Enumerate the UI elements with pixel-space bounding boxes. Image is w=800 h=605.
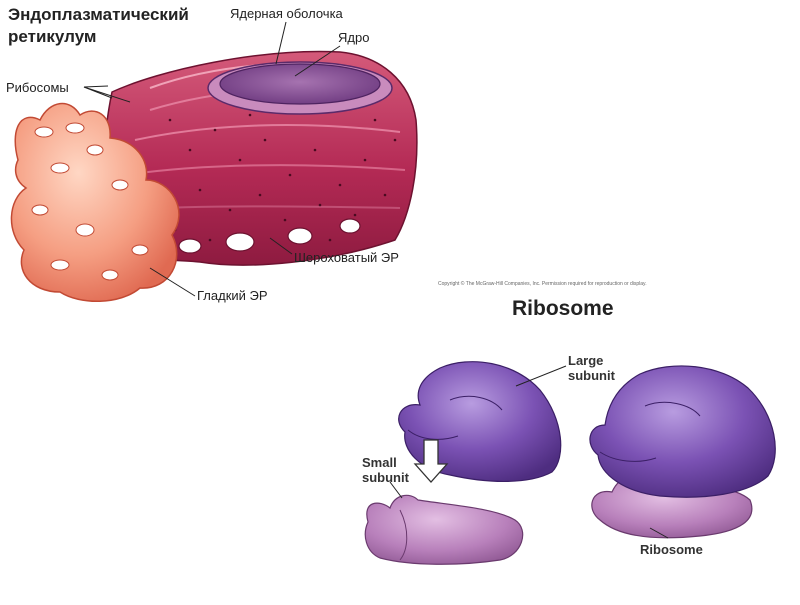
small-subunit-label-line1: Small bbox=[362, 455, 397, 470]
ribosomes-label: Рибосомы bbox=[6, 80, 69, 95]
small-subunit-label-line2: subunit bbox=[362, 470, 409, 485]
nucleus-label: Ядро bbox=[338, 30, 369, 45]
small-subunit-left bbox=[365, 495, 522, 564]
nucleus bbox=[208, 62, 392, 114]
assembled-ribosome-label: Ribosome bbox=[640, 542, 703, 557]
rough-er-label: Шероховатый ЭР bbox=[294, 250, 399, 265]
er-title-line2: ретикулум bbox=[8, 26, 97, 47]
copyright-notice: Copyright © The McGraw-Hill Companies, I… bbox=[438, 281, 647, 287]
large-subunit-label-line2: subunit bbox=[568, 368, 615, 383]
nuclear-envelope-label: Ядерная оболочка bbox=[230, 6, 343, 21]
er-title-line1: Эндоплазматический bbox=[8, 4, 189, 25]
ribosome-title: Ribosome bbox=[512, 297, 614, 321]
smooth-er-label: Гладкий ЭР bbox=[197, 288, 268, 303]
assembled-ribosome bbox=[590, 366, 775, 538]
large-subunit-label-line1: Large bbox=[568, 353, 603, 368]
